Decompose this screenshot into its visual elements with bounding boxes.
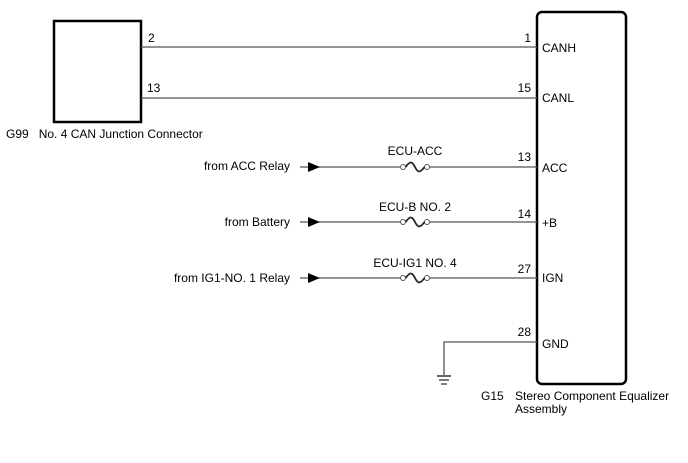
fuse-icon [400, 161, 430, 173]
terminal-label: ACC [542, 161, 568, 175]
junction-connector-label: G99 No. 4 CAN Junction Connector [6, 127, 203, 141]
fuse-label: ECU-B NO. 2 [378, 200, 451, 214]
pin-number: 1 [524, 31, 531, 45]
terminal-label: CANH [542, 41, 577, 55]
pin-number: 14 [517, 207, 531, 221]
assembly-name-line1: Stereo Component Equalizer [515, 389, 670, 403]
junction-connector-box [52, 19, 143, 124]
source-label: from IG1-NO. 1 Relay [173, 271, 290, 285]
arrow-icon [308, 217, 320, 227]
source-label: from Battery [224, 215, 290, 229]
wire-b [300, 216, 537, 228]
pin-number: 13 [517, 150, 531, 164]
pin-number: 13 [147, 81, 161, 95]
wire-ign [300, 272, 537, 284]
wire-gnd [437, 341, 537, 385]
fuse-label: ECU-ACC [387, 144, 443, 158]
terminal-label: CANL [542, 91, 575, 105]
assembly-id: G15 [481, 389, 504, 403]
fuse-icon [400, 216, 430, 228]
terminal-label: IGN [542, 271, 564, 285]
pin-number: 28 [517, 325, 531, 339]
terminal-label: +B [542, 216, 558, 230]
assembly-box [535, 10, 628, 386]
connector-name: No. 4 CAN Junction Connector [38, 127, 203, 141]
arrow-icon [308, 273, 320, 283]
source-label: from ACC Relay [203, 159, 290, 173]
wire-acc [300, 161, 537, 173]
pin-number: 15 [517, 81, 531, 95]
terminal-label: GND [542, 337, 569, 351]
connector-id: G99 [6, 127, 29, 141]
assembly-name-line2: Assembly [515, 402, 568, 416]
fuse-label: ECU-IG1 NO. 4 [373, 256, 457, 270]
arrow-icon [308, 162, 320, 172]
ground-icon [437, 375, 451, 385]
fuse-icon [400, 272, 430, 284]
pin-number: 27 [517, 262, 531, 276]
pin-number: 2 [148, 31, 155, 45]
